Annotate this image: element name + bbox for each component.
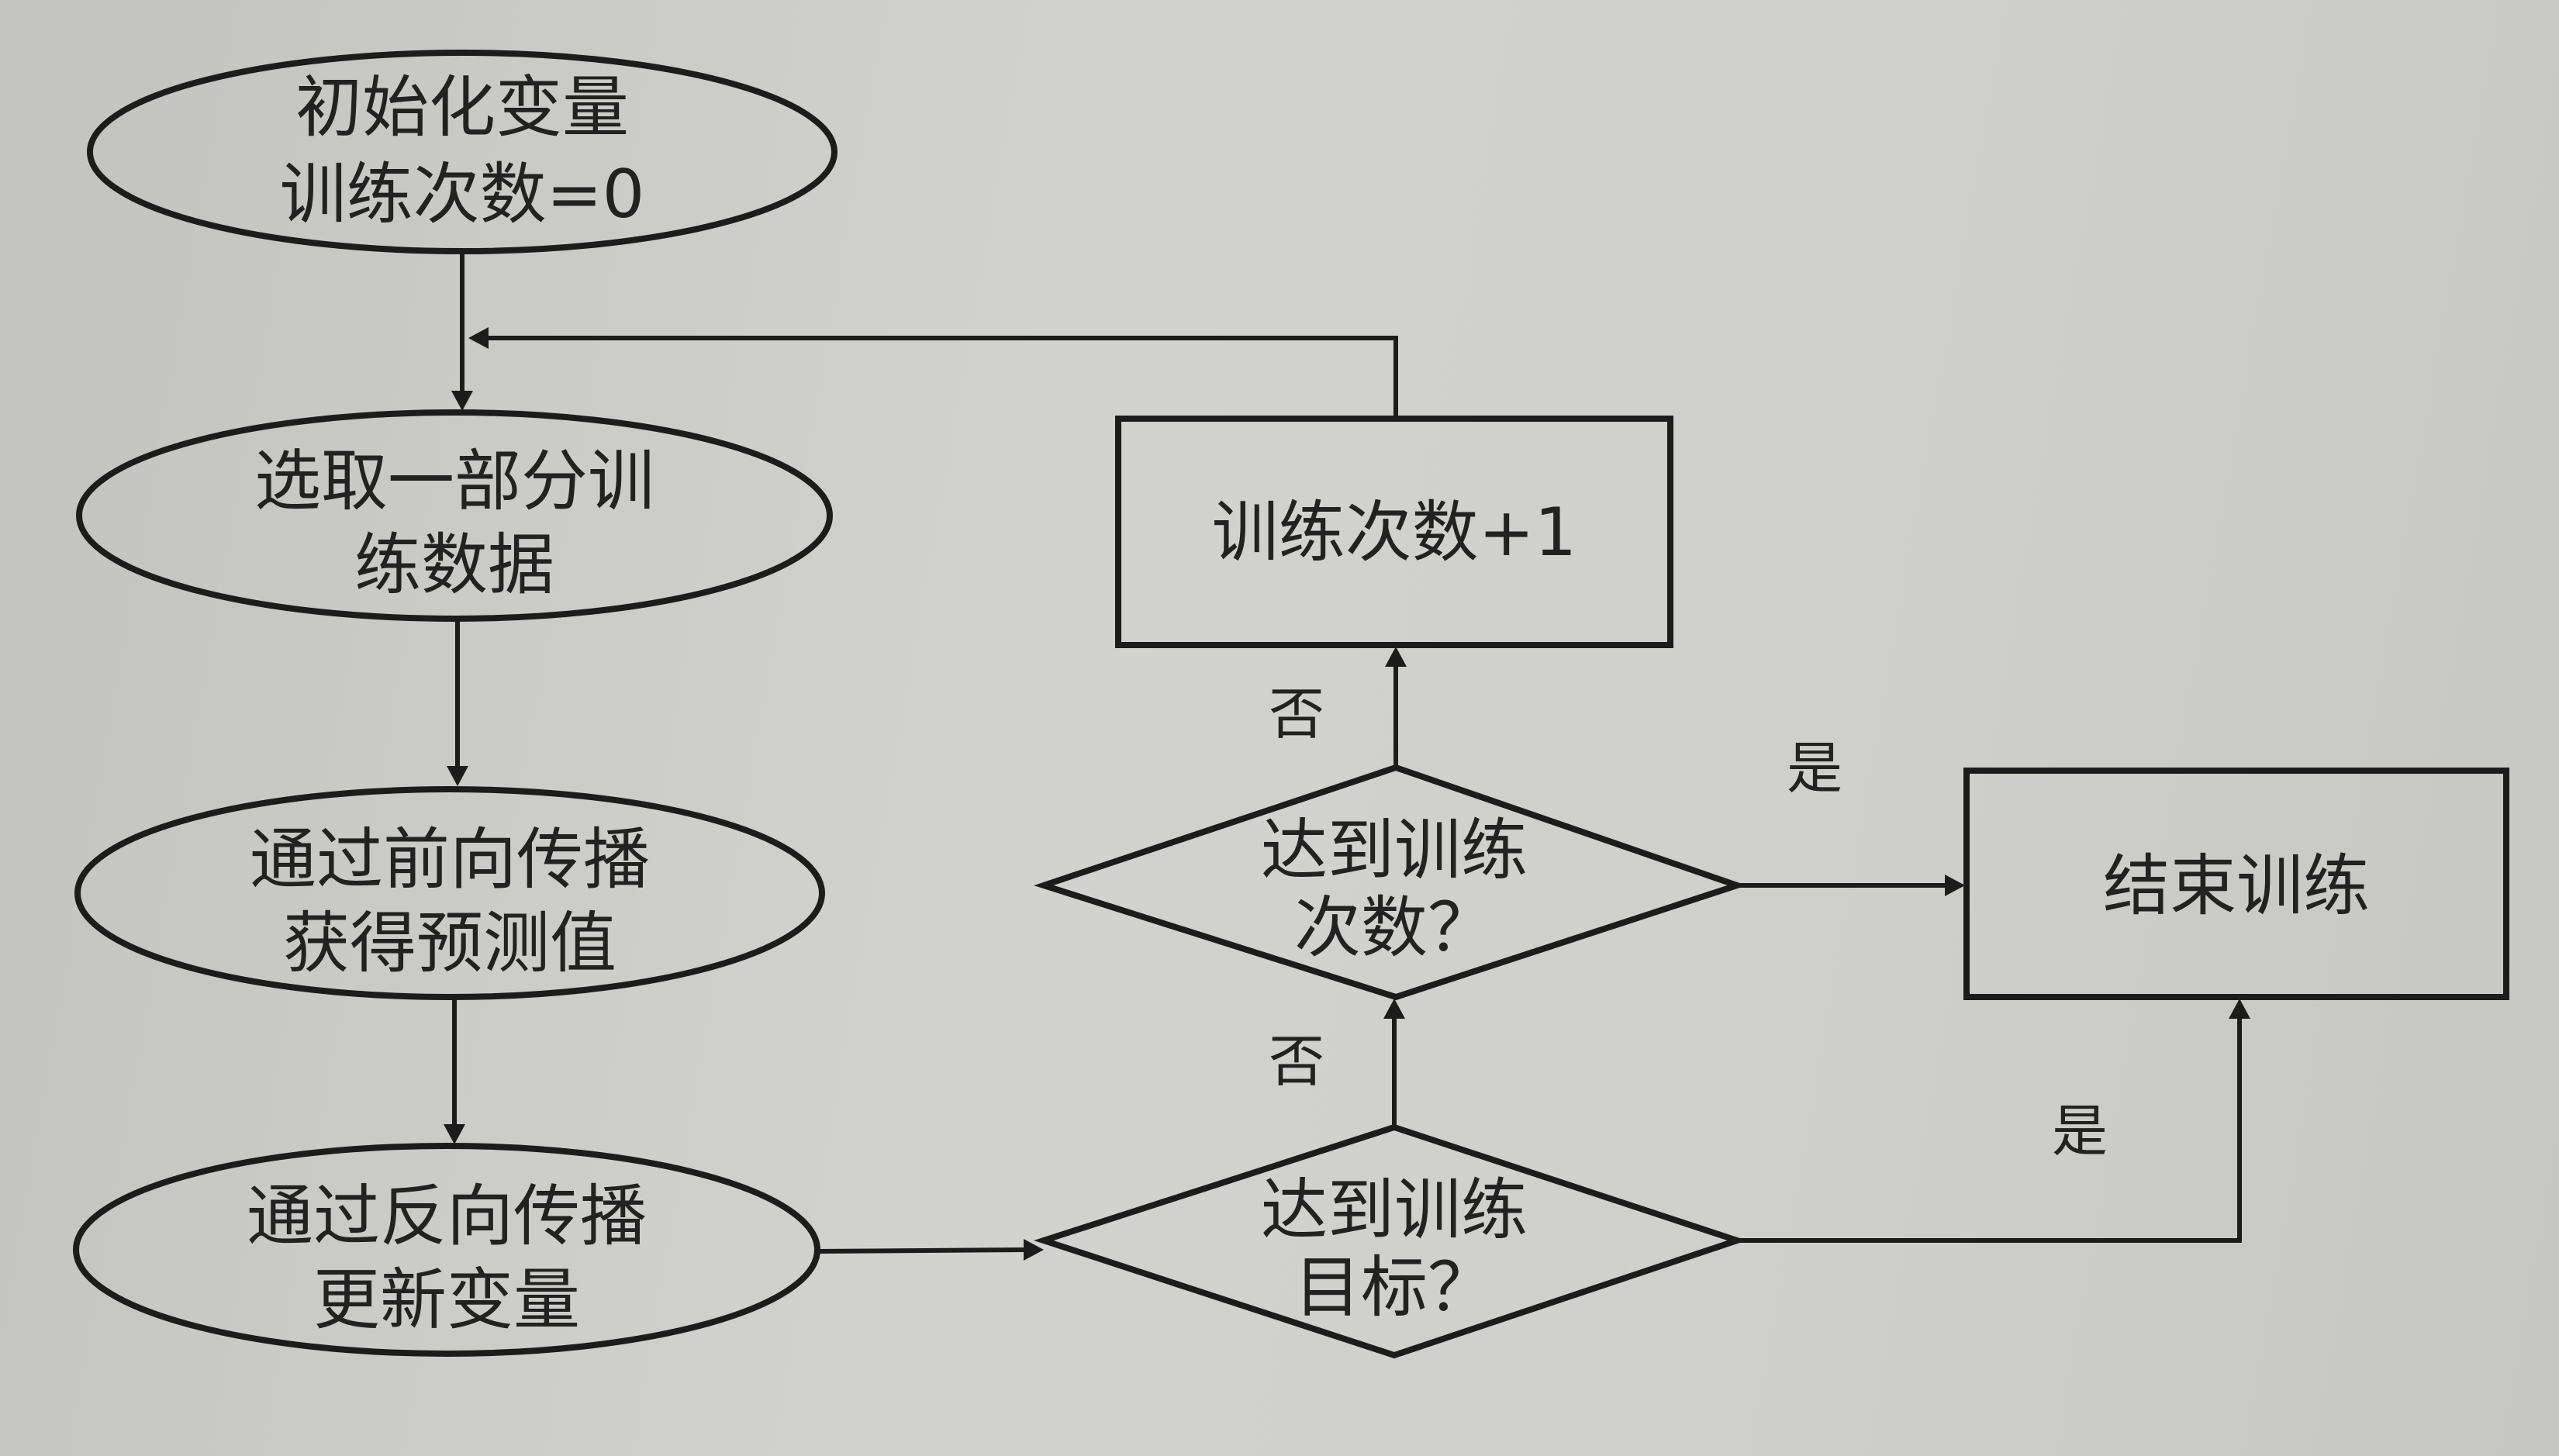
select-label-line2: 练数据 — [354, 526, 554, 604]
init-label-line1: 初始化变量 — [295, 69, 629, 147]
edge-backward-goal — [817, 1247, 1026, 1254]
backward-label-line2: 更新变量 — [313, 1261, 580, 1339]
goal-no-label: 否 — [1269, 1029, 1324, 1094]
count-no-label: 否 — [1269, 681, 1324, 747]
edge-increment-loop — [487, 336, 1398, 419]
edge-goal-end — [1737, 1017, 2242, 1243]
arrow-forward-backward — [444, 1124, 465, 1144]
count-diamond — [1034, 764, 1747, 1001]
goal-label-line2: 目标？ — [1294, 1249, 1494, 1327]
arrow-count-increment — [1385, 647, 1407, 667]
backward-label-line1: 通过反向传播 — [247, 1178, 647, 1255]
count-label-line2: 次数？ — [1294, 889, 1494, 967]
select-label-line1: 选取一部分训 — [254, 443, 654, 520]
init-label-line2: 训练次数=0 — [280, 156, 645, 233]
count-yes-label: 是 — [1787, 736, 1842, 801]
arrow-increment-loop — [468, 327, 489, 349]
increment-label: 训练次数+1 — [1212, 494, 1577, 571]
forward-ellipse — [74, 786, 825, 1000]
arrow-init-select — [451, 391, 473, 411]
goal-diamond — [1034, 1123, 1747, 1359]
arrow-backward-goal — [1024, 1239, 1044, 1261]
arrow-count-end — [1945, 875, 1965, 896]
arrow-goal-count — [1383, 999, 1405, 1019]
goal-yes-label: 是 — [2052, 1099, 2108, 1164]
select-ellipse — [76, 409, 833, 622]
arrow-select-forward — [447, 766, 468, 786]
goal-label-line1: 达到训练 — [1261, 1171, 1528, 1249]
count-label-line1: 达到训练 — [1261, 812, 1528, 889]
forward-label-line1: 通过前向传播 — [250, 821, 650, 899]
end-label: 结束训练 — [2103, 847, 2370, 925]
end-box — [1963, 768, 2509, 1000]
arrow-goal-end — [2229, 999, 2250, 1019]
forward-label-line2: 获得预测值 — [283, 905, 616, 982]
